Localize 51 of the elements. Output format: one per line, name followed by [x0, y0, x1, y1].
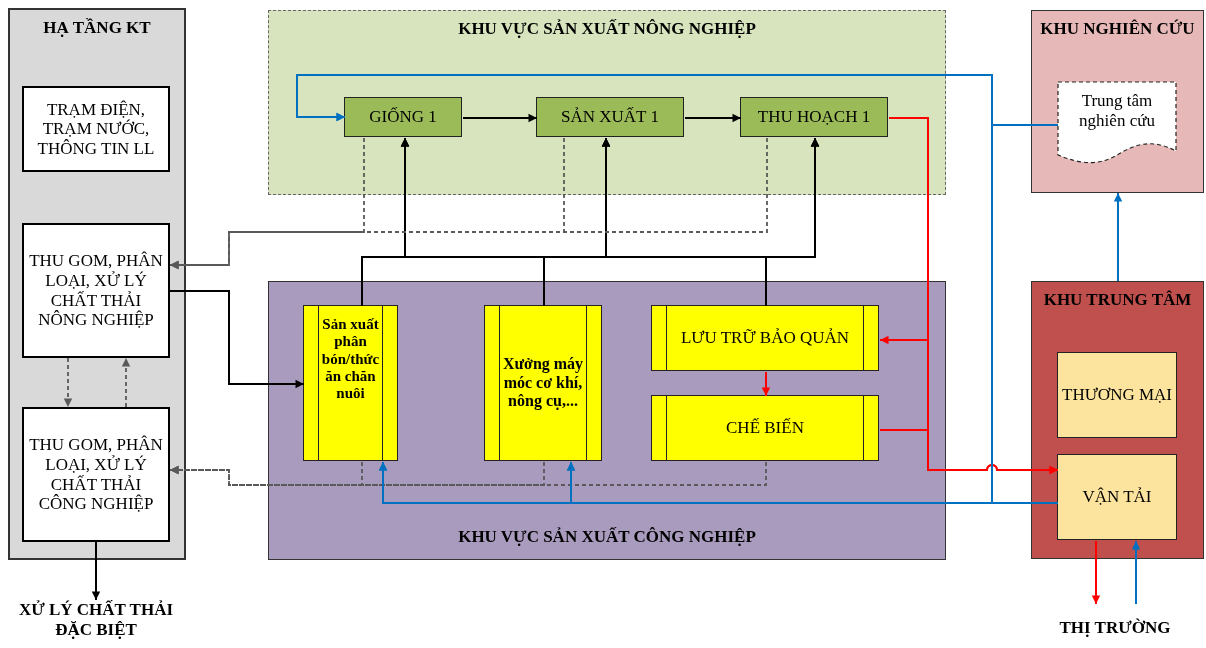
- box-label: Sản xuất phân bón/thức ăn chăn nuôi: [320, 316, 381, 403]
- zone-panel: [268, 10, 946, 195]
- arrow: [63, 357, 73, 408]
- service-box: [1057, 352, 1177, 438]
- box-label: LƯU TRỮ BẢO QUẢN: [679, 328, 851, 348]
- destination-label: XỬ LÝ CHẤT THẢI ĐẶC BIỆT: [6, 600, 186, 646]
- arrow: [462, 113, 538, 123]
- destination-label: THỊ TRƯỜNG: [1030, 604, 1200, 644]
- process-box: [22, 407, 170, 542]
- zone-panel: [1031, 10, 1204, 193]
- zone-title: HẠ TẦNG KT: [42, 18, 152, 38]
- zone-title: KHU TRUNG TÂM: [1042, 290, 1193, 310]
- service-box: [1057, 454, 1177, 540]
- box-label: SẢN XUẤT 1: [560, 107, 660, 127]
- box-label: THU GOM, PHÂN LOẠI, XỬ LÝ CHẤT THẢI NÔNG NGHIỆP: [28, 251, 164, 330]
- arrow: [1113, 192, 1123, 282]
- zone-title: KHU NGHIÊN CỨU: [1039, 19, 1196, 39]
- arrow: [121, 357, 131, 408]
- box-label: THU GOM, PHÂN LOẠI, XỬ LÝ CHẤT THẢI CÔNG NGHIỆP: [28, 435, 164, 514]
- step-box: [344, 97, 462, 137]
- zone-title: KHU VỰC SẢN XUẤT CÔNG NGHIỆP: [457, 527, 757, 547]
- box-label: Xưởng máy móc cơ khí, nông cụ,...: [501, 355, 585, 411]
- document-box: [1057, 81, 1177, 165]
- step-box: [740, 97, 888, 137]
- box-label: VẬN TẢI: [1081, 487, 1153, 507]
- process-box: [651, 305, 879, 371]
- box-label: THƯƠNG MẠI: [1061, 385, 1173, 405]
- zone-panel: [8, 8, 186, 560]
- arrow: [169, 290, 305, 389]
- process-box: [651, 395, 879, 461]
- box-label: TRẠM ĐIỆN, TRẠM NƯỚC, THÔNG TIN LL: [36, 99, 156, 159]
- process-box: [22, 223, 170, 358]
- box-label: Trung tâm nghiên cứu: [1078, 91, 1156, 131]
- arrow: [684, 113, 742, 123]
- process-box: [303, 305, 398, 461]
- process-box: [22, 86, 170, 172]
- arrow: [1091, 540, 1101, 605]
- zone-panel: [1031, 281, 1204, 559]
- arrow: [879, 429, 1059, 475]
- arrow: [91, 541, 101, 601]
- step-box: [536, 97, 684, 137]
- arrow: [1131, 540, 1141, 605]
- box-label: CHẾ BIẾN: [725, 418, 805, 438]
- process-box: [484, 305, 602, 461]
- arrow: [761, 371, 771, 397]
- box-label: THU HOẠCH 1: [756, 107, 872, 127]
- box-label: GIỐNG 1: [368, 107, 438, 127]
- zone-title: KHU VỰC SẢN XUẤT NÔNG NGHIỆP: [457, 19, 757, 39]
- arrow: [169, 137, 768, 270]
- arrow: [169, 461, 767, 486]
- zone-panel: [268, 281, 946, 560]
